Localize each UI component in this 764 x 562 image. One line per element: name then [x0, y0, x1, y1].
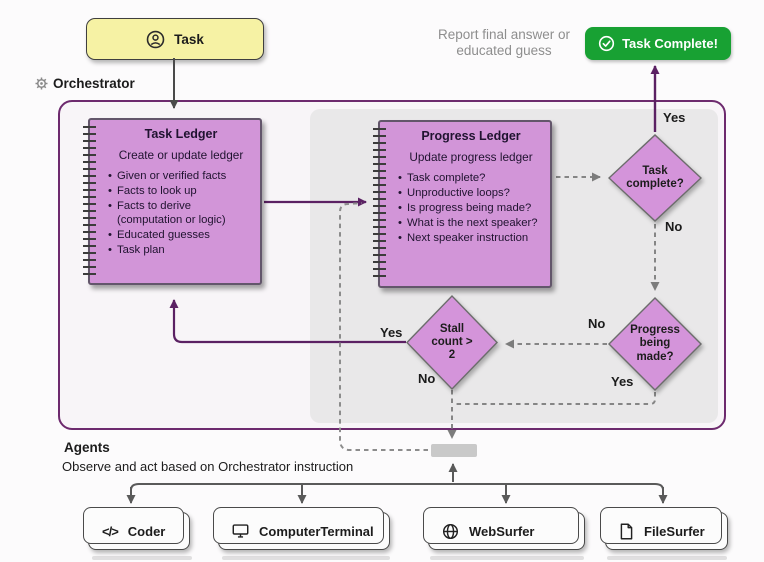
list-item: •What is the next speaker? — [398, 217, 538, 229]
agent-label: FileSurfer — [644, 523, 705, 539]
cropped-caption-fragment — [607, 556, 727, 560]
spiral-binding — [373, 128, 386, 280]
agent-card-computerterminal: ComputerTerminal — [213, 507, 390, 550]
agent-label: WebSurfer — [469, 523, 535, 539]
list-item: •Facts to look up — [108, 185, 197, 197]
agent-card-coder: </> Coder — [83, 507, 190, 550]
progress-being-made-decision: Progress being made? — [608, 297, 702, 391]
list-item: •Task plan — [108, 244, 165, 256]
task-ledger-subtitle: Create or update ledger — [118, 148, 244, 162]
list-item: •Educated guesses — [108, 229, 210, 241]
check-circle-icon — [598, 35, 615, 52]
progress-ledger-subtitle: Update progress ledger — [409, 150, 533, 164]
agent-dispatch-hub — [431, 444, 477, 457]
task-ledger: Task Ledger Create or update ledger •Giv… — [83, 118, 262, 285]
no-label: No — [418, 371, 436, 386]
list-item: •Task complete? — [398, 172, 486, 184]
gear-icon — [34, 76, 49, 91]
code-icon: </> — [102, 523, 119, 539]
task-label: Task — [174, 31, 204, 47]
yes-label: Yes — [663, 110, 686, 125]
orchestrator-title: Orchestrator — [53, 76, 135, 91]
task-ledger-title: Task Ledger — [144, 127, 218, 141]
task-complete-decision: Task complete? — [608, 134, 702, 222]
list-item: •Next speaker instruction — [398, 232, 529, 244]
agent-label: Coder — [127, 523, 166, 539]
list-item: •Given or verified facts — [108, 170, 227, 182]
agents-subtitle: Observe and act based on Orchestrator in… — [62, 459, 354, 474]
cropped-caption-fragment — [222, 556, 390, 560]
file-icon — [619, 523, 634, 540]
report-final-answer-text: Report final answer or educated guess — [437, 27, 571, 59]
progress-ledger-title: Progress Ledger — [421, 129, 521, 143]
yes-label: Yes — [380, 325, 403, 340]
spiral-binding — [83, 126, 96, 277]
task-complete-badge: Task Complete! — [585, 27, 731, 60]
yes-label: Yes — [611, 374, 634, 389]
list-item: •Unproductive loops? — [398, 187, 510, 199]
cropped-caption-fragment — [92, 556, 192, 560]
line-agents-bus — [130, 483, 664, 491]
agent-card-websurfer: WebSurfer — [423, 507, 585, 550]
decision-label: Stall count > 2 — [431, 322, 473, 362]
decision-label: Progress being made? — [630, 324, 680, 363]
no-label: No — [588, 316, 606, 331]
orchestrator-label: Orchestrator — [34, 76, 135, 91]
list-item: •Facts to derive (computation or logic) — [108, 200, 226, 226]
agent-card-filesurfer: FileSurfer — [600, 507, 728, 550]
list-item: •Is progress being made? — [398, 202, 532, 214]
progress-ledger: Progress Ledger Update progress ledger •… — [373, 120, 552, 288]
task-box: Task — [86, 18, 264, 60]
cropped-caption-fragment — [430, 556, 584, 560]
decision-label: Task complete? — [626, 164, 684, 190]
terminal-icon — [232, 523, 249, 539]
no-label: No — [665, 219, 683, 234]
agent-label: ComputerTerminal — [259, 523, 374, 539]
user-circle-icon — [146, 30, 165, 49]
globe-icon — [442, 523, 459, 540]
task-complete-label: Task Complete! — [622, 36, 718, 51]
agents-title: Agents — [64, 440, 110, 455]
